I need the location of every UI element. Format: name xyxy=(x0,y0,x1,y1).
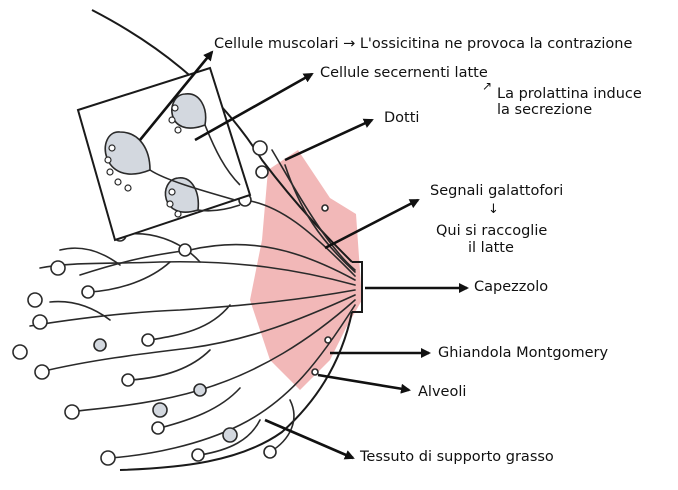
magnified-lobule-inset xyxy=(78,68,250,240)
label-montgomery: Ghiandola Montgomery xyxy=(438,345,608,362)
curved-arrow-icon: ↗ xyxy=(482,78,492,95)
label-prolactin-line2: la secrezione xyxy=(497,102,592,119)
label-ducts: Dotti xyxy=(384,110,419,127)
arrow-fat-tissue xyxy=(265,420,353,458)
label-secreting-cells: Cellule secernenti latte xyxy=(320,65,488,82)
label-alveoli: Alveoli xyxy=(418,384,466,401)
arrow-ducts xyxy=(285,120,372,160)
label-prolactin-line1: La prolattina induce xyxy=(497,86,642,103)
label-fat-tissue: Tessuto di supporto grasso xyxy=(360,449,554,466)
arrow-down-icon: ↓ xyxy=(488,201,499,218)
label-muscle-cells: Cellule muscolari xyxy=(214,36,338,52)
label-oxytocin-note: L'ossicitina ne provoca la contrazione xyxy=(360,36,633,52)
label-collect-line2: il latte xyxy=(468,240,514,257)
arrow-alveoli xyxy=(318,375,409,390)
label-sinuses: Segnali galattofori xyxy=(430,183,563,200)
label-nipple: Capezzolo xyxy=(474,279,548,296)
arrow-right-icon: → xyxy=(343,36,355,52)
label-collect-line1: Qui si raccoglie xyxy=(436,223,547,240)
